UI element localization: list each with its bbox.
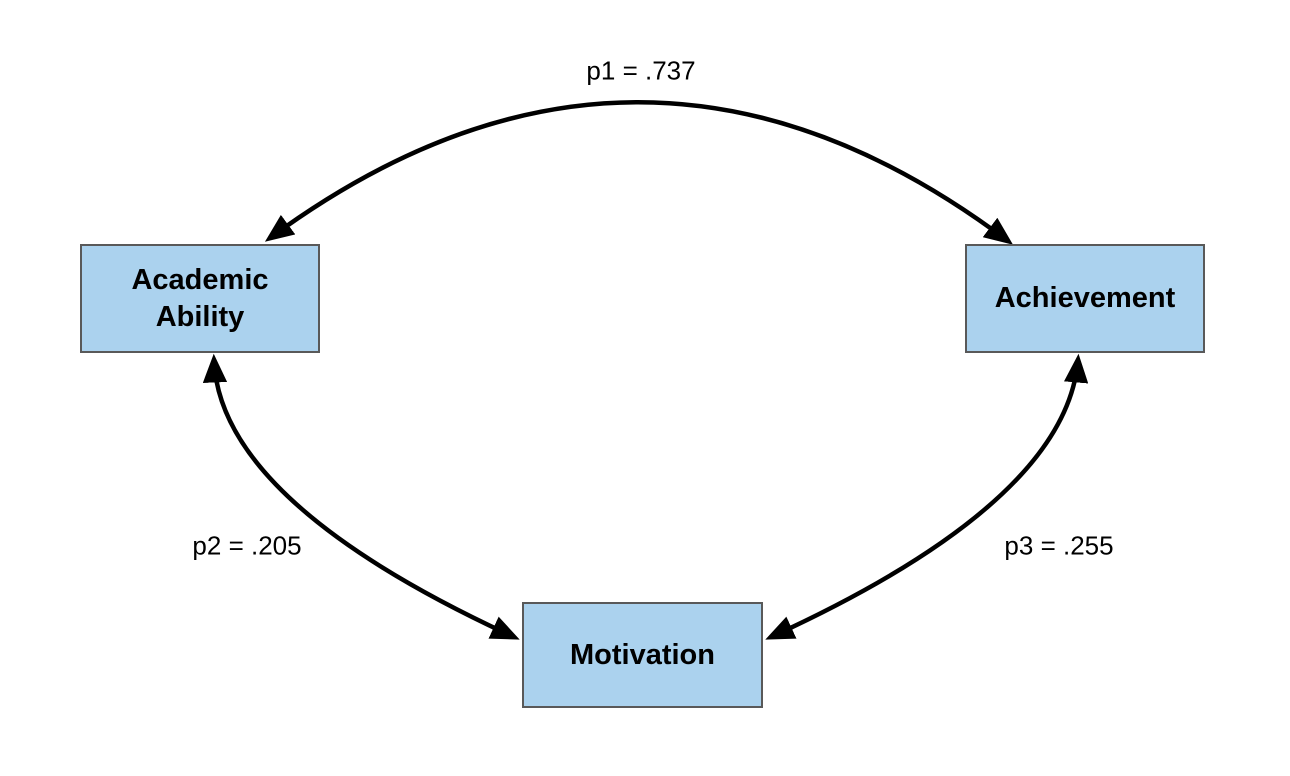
arrow-p1 xyxy=(264,100,1014,245)
edge-label-p3: p3 = .255 xyxy=(1004,530,1114,561)
edge-label-p2: p2 = .205 xyxy=(192,530,302,561)
node-motivation: Motivation xyxy=(522,602,763,708)
node-achievement-label: Achievement xyxy=(994,282,1176,315)
node-academic-ability-label: Academic Ability xyxy=(131,264,269,333)
arrow-p2 xyxy=(202,353,520,640)
arrow-p3 xyxy=(765,353,1089,640)
node-achievement: Achievement xyxy=(965,244,1205,353)
node-motivation-label: Motivation xyxy=(570,638,715,671)
edge-label-p1: p1 = .737 xyxy=(586,55,696,86)
node-academic-ability: Academic Ability xyxy=(80,244,320,353)
